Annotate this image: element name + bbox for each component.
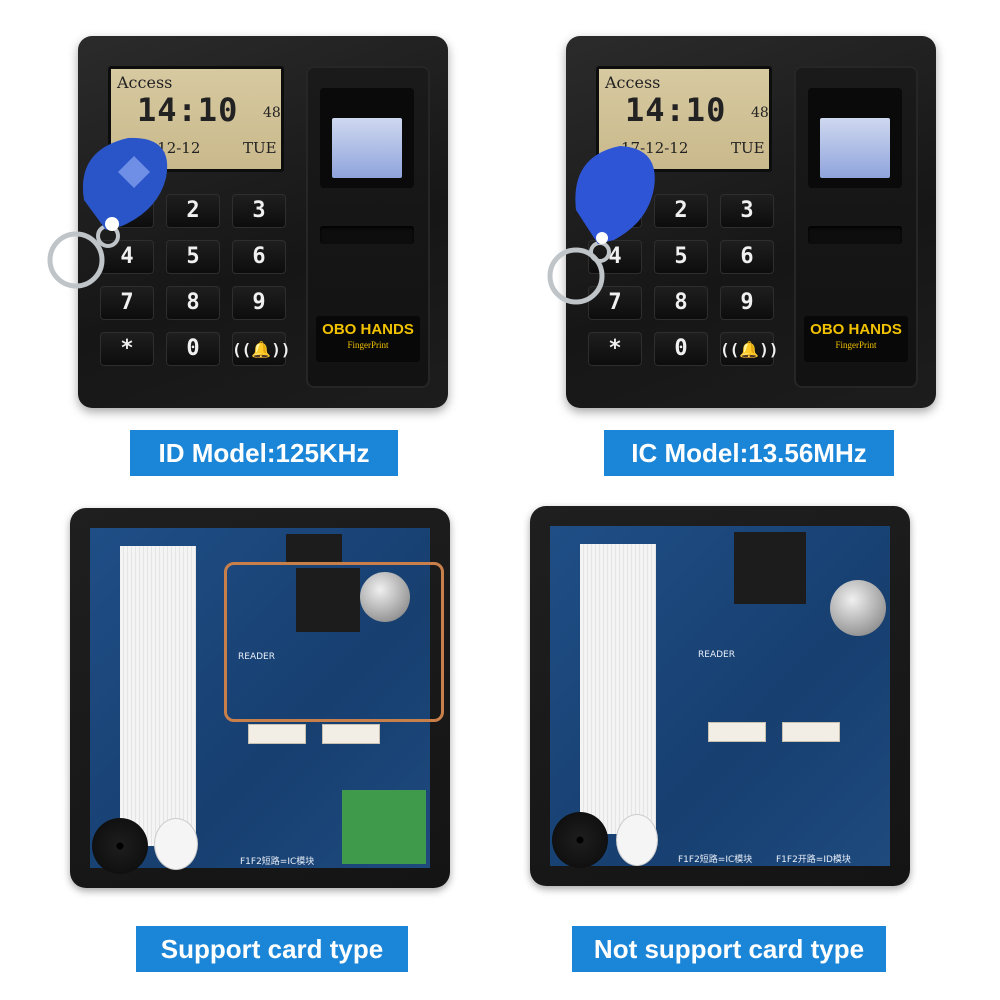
fingerprint-sensor[interactable] xyxy=(332,118,402,178)
fingerprint-window xyxy=(320,88,414,188)
silk-bottom-left: F1F2短路=IC模块 xyxy=(678,855,753,865)
brand-sub: FingerPrint xyxy=(347,340,389,350)
device-id-model: Access 14:10 48 17-12-12 TUE 1 2 3 4 5 6… xyxy=(78,36,448,408)
silk-bottom-right: F1F2开路=ID模块 xyxy=(776,855,851,865)
key-star[interactable]: * xyxy=(100,332,154,366)
card-reader-slot xyxy=(320,226,414,244)
key-star[interactable]: * xyxy=(588,332,642,366)
buzzer xyxy=(552,812,608,868)
key-5[interactable]: 5 xyxy=(166,240,220,274)
screen-day: TUE xyxy=(243,139,277,157)
key-5[interactable]: 5 xyxy=(654,240,708,274)
brand-label: OBO HANDS FingerPrint xyxy=(804,316,908,362)
lcd-screen: Access 14:10 48 17-12-12 TUE xyxy=(596,66,772,172)
fingerprint-window xyxy=(808,88,902,188)
main-chip xyxy=(296,568,360,632)
silk-reader: READER xyxy=(698,650,735,660)
circuit-board: READER F1F2短路=IC模块 xyxy=(90,528,444,874)
ribbon-cable xyxy=(120,546,196,846)
bell-icon: ((🔔)) xyxy=(232,340,291,359)
coin-cell-battery xyxy=(830,580,886,636)
key-bell[interactable]: ((🔔)) xyxy=(232,332,290,366)
brand-name: OBO HANDS xyxy=(810,321,902,338)
key-9[interactable]: 9 xyxy=(720,286,774,320)
brand-name: OBO HANDS xyxy=(322,321,414,338)
connector-left xyxy=(248,724,306,744)
key-8[interactable]: 8 xyxy=(166,286,220,320)
microcontroller-chip xyxy=(286,534,342,562)
key-3[interactable]: 3 xyxy=(720,194,774,228)
card-reader-slot xyxy=(808,226,902,244)
board-with-reader-module: READER F1F2短路=IC模块 xyxy=(70,508,450,888)
connector-right xyxy=(782,722,840,742)
board-without-reader-module: READER F1F2短路=IC模块 F1F2开路=ID模块 xyxy=(530,506,910,886)
main-chip xyxy=(734,532,806,604)
key-bell[interactable]: ((🔔)) xyxy=(720,332,778,366)
ribbon-cable xyxy=(580,544,656,834)
screen-time: 14:10 xyxy=(625,91,727,129)
key-9[interactable]: 9 xyxy=(232,286,286,320)
key-6[interactable]: 6 xyxy=(720,240,774,274)
screen-time: 14:10 xyxy=(137,91,239,129)
screen-seconds: 48 xyxy=(751,105,769,121)
screen-day: TUE xyxy=(731,139,765,157)
key-0[interactable]: 0 xyxy=(654,332,708,366)
fingerprint-sensor[interactable] xyxy=(820,118,890,178)
screen-line1: Access xyxy=(117,73,173,92)
screen-line1: Access xyxy=(605,73,661,92)
coin-cell-battery xyxy=(360,572,410,622)
sticker xyxy=(154,818,198,870)
brand-label: OBO HANDS FingerPrint xyxy=(316,316,420,362)
connector-right xyxy=(322,724,380,744)
screen-seconds: 48 xyxy=(263,105,281,121)
lcd-screen: Access 14:10 48 17-12-12 TUE xyxy=(108,66,284,172)
ic-keyfob-image xyxy=(547,146,655,305)
key-7[interactable]: 7 xyxy=(588,286,642,320)
id-keyfob-image xyxy=(47,137,168,289)
key-7[interactable]: 7 xyxy=(100,286,154,320)
fingerprint-panel: OBO HANDS FingerPrint xyxy=(794,66,918,388)
silk-reader: READER xyxy=(238,652,275,662)
key-8[interactable]: 8 xyxy=(654,286,708,320)
bell-icon: ((🔔)) xyxy=(720,340,779,359)
buzzer xyxy=(92,818,148,874)
connector-left xyxy=(708,722,766,742)
id-reader-module xyxy=(342,790,426,864)
fingerprint-panel: OBO HANDS FingerPrint xyxy=(306,66,430,388)
sticker xyxy=(616,814,658,866)
key-6[interactable]: 6 xyxy=(232,240,286,274)
key-3[interactable]: 3 xyxy=(232,194,286,228)
key-2[interactable]: 2 xyxy=(654,194,708,228)
key-0[interactable]: 0 xyxy=(166,332,220,366)
caption-support: Support card type xyxy=(136,926,408,972)
silk-bottom-label: F1F2短路=IC模块 xyxy=(240,857,315,867)
key-2[interactable]: 2 xyxy=(166,194,220,228)
caption-ic-model: IC Model:13.56MHz xyxy=(604,430,894,476)
circuit-board: READER F1F2短路=IC模块 F1F2开路=ID模块 xyxy=(550,526,890,868)
antenna-coil xyxy=(224,562,444,722)
brand-sub: FingerPrint xyxy=(835,340,877,350)
caption-not-support: Not support card type xyxy=(572,926,886,972)
caption-id-model: ID Model:125KHz xyxy=(130,430,398,476)
